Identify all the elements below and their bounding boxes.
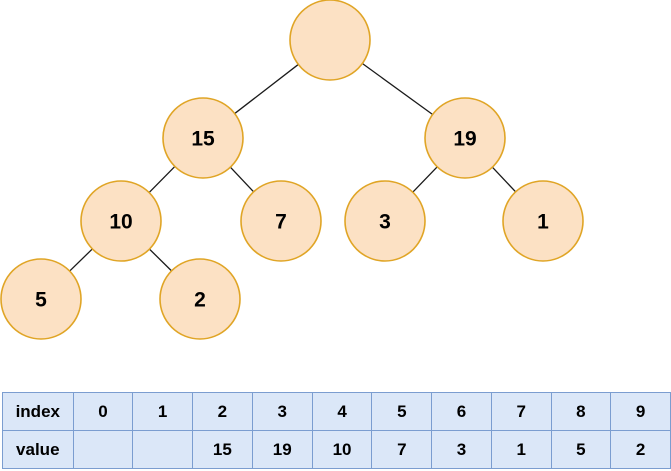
cell-value-9[interactable]: 2 bbox=[610, 430, 671, 469]
cell-index-4[interactable]: 4 bbox=[311, 392, 373, 431]
node-circle bbox=[162, 97, 244, 179]
tree-node-empty[interactable] bbox=[289, 0, 371, 81]
node-circle bbox=[159, 258, 241, 340]
node-label: 15 bbox=[191, 128, 215, 151]
node-label: 19 bbox=[453, 128, 476, 151]
node-circle bbox=[240, 180, 322, 262]
node-label: 2 bbox=[194, 289, 206, 312]
tree-edge-n0-n2 bbox=[361, 62, 434, 116]
cell-value-4[interactable]: 10 bbox=[311, 430, 373, 469]
cell-value-1[interactable] bbox=[132, 430, 193, 469]
cell-value-7[interactable]: 1 bbox=[490, 430, 552, 469]
tree-edge-n2-n5 bbox=[412, 166, 438, 193]
tree-edge-n0-n1 bbox=[234, 63, 299, 115]
cell-value-8[interactable]: 5 bbox=[550, 430, 612, 469]
cell-index-8[interactable]: 8 bbox=[550, 392, 612, 431]
node-circle bbox=[344, 180, 426, 262]
node-label: 7 bbox=[275, 211, 287, 234]
tree-node-19[interactable]: 19 bbox=[424, 97, 506, 179]
node-circle bbox=[80, 180, 162, 262]
cell-value-6[interactable]: 3 bbox=[431, 430, 492, 469]
tree-edge-n1-n4 bbox=[229, 166, 255, 193]
tree-node-1[interactable]: 1 bbox=[502, 180, 584, 262]
node-circle bbox=[424, 97, 506, 179]
tree-node-10[interactable]: 10 bbox=[80, 180, 162, 262]
tree-node-7[interactable]: 7 bbox=[240, 180, 322, 262]
tree-edge-n1-n3 bbox=[148, 165, 176, 194]
cell-index-1[interactable]: 1 bbox=[132, 392, 193, 431]
row-label-value: value bbox=[2, 430, 74, 469]
tree-edge-layer bbox=[69, 62, 517, 272]
cell-index-2[interactable]: 2 bbox=[191, 392, 253, 431]
tree-node-2[interactable]: 2 bbox=[159, 258, 241, 340]
cell-index-7[interactable]: 7 bbox=[490, 392, 552, 431]
cell-index-0[interactable]: 0 bbox=[72, 392, 134, 431]
row-label-index: index bbox=[2, 392, 74, 431]
tree-node-15[interactable]: 15 bbox=[162, 97, 244, 179]
node-circle bbox=[0, 258, 82, 340]
cell-index-6[interactable]: 6 bbox=[431, 392, 492, 431]
tree-edge-n2-n6 bbox=[491, 166, 517, 193]
node-circle bbox=[502, 180, 584, 262]
cell-value-5[interactable]: 7 bbox=[371, 430, 433, 469]
cell-index-3[interactable]: 3 bbox=[251, 392, 313, 431]
node-label: 1 bbox=[537, 211, 549, 234]
node-label: 10 bbox=[109, 211, 132, 234]
tree-node-5[interactable]: 5 bbox=[0, 258, 82, 340]
tree-edge-n3-n8 bbox=[149, 248, 172, 272]
cell-index-5[interactable]: 5 bbox=[371, 392, 433, 431]
node-label: 3 bbox=[379, 211, 391, 234]
cell-value-0[interactable] bbox=[72, 430, 134, 469]
cell-value-2[interactable]: 15 bbox=[191, 430, 253, 469]
node-label: 5 bbox=[35, 289, 47, 312]
tree-node-3[interactable]: 3 bbox=[344, 180, 426, 262]
node-circle bbox=[289, 0, 371, 81]
cell-value-3[interactable]: 19 bbox=[251, 430, 313, 469]
cell-index-9[interactable]: 9 bbox=[610, 392, 671, 431]
tree-edge-n3-n7 bbox=[69, 248, 93, 272]
